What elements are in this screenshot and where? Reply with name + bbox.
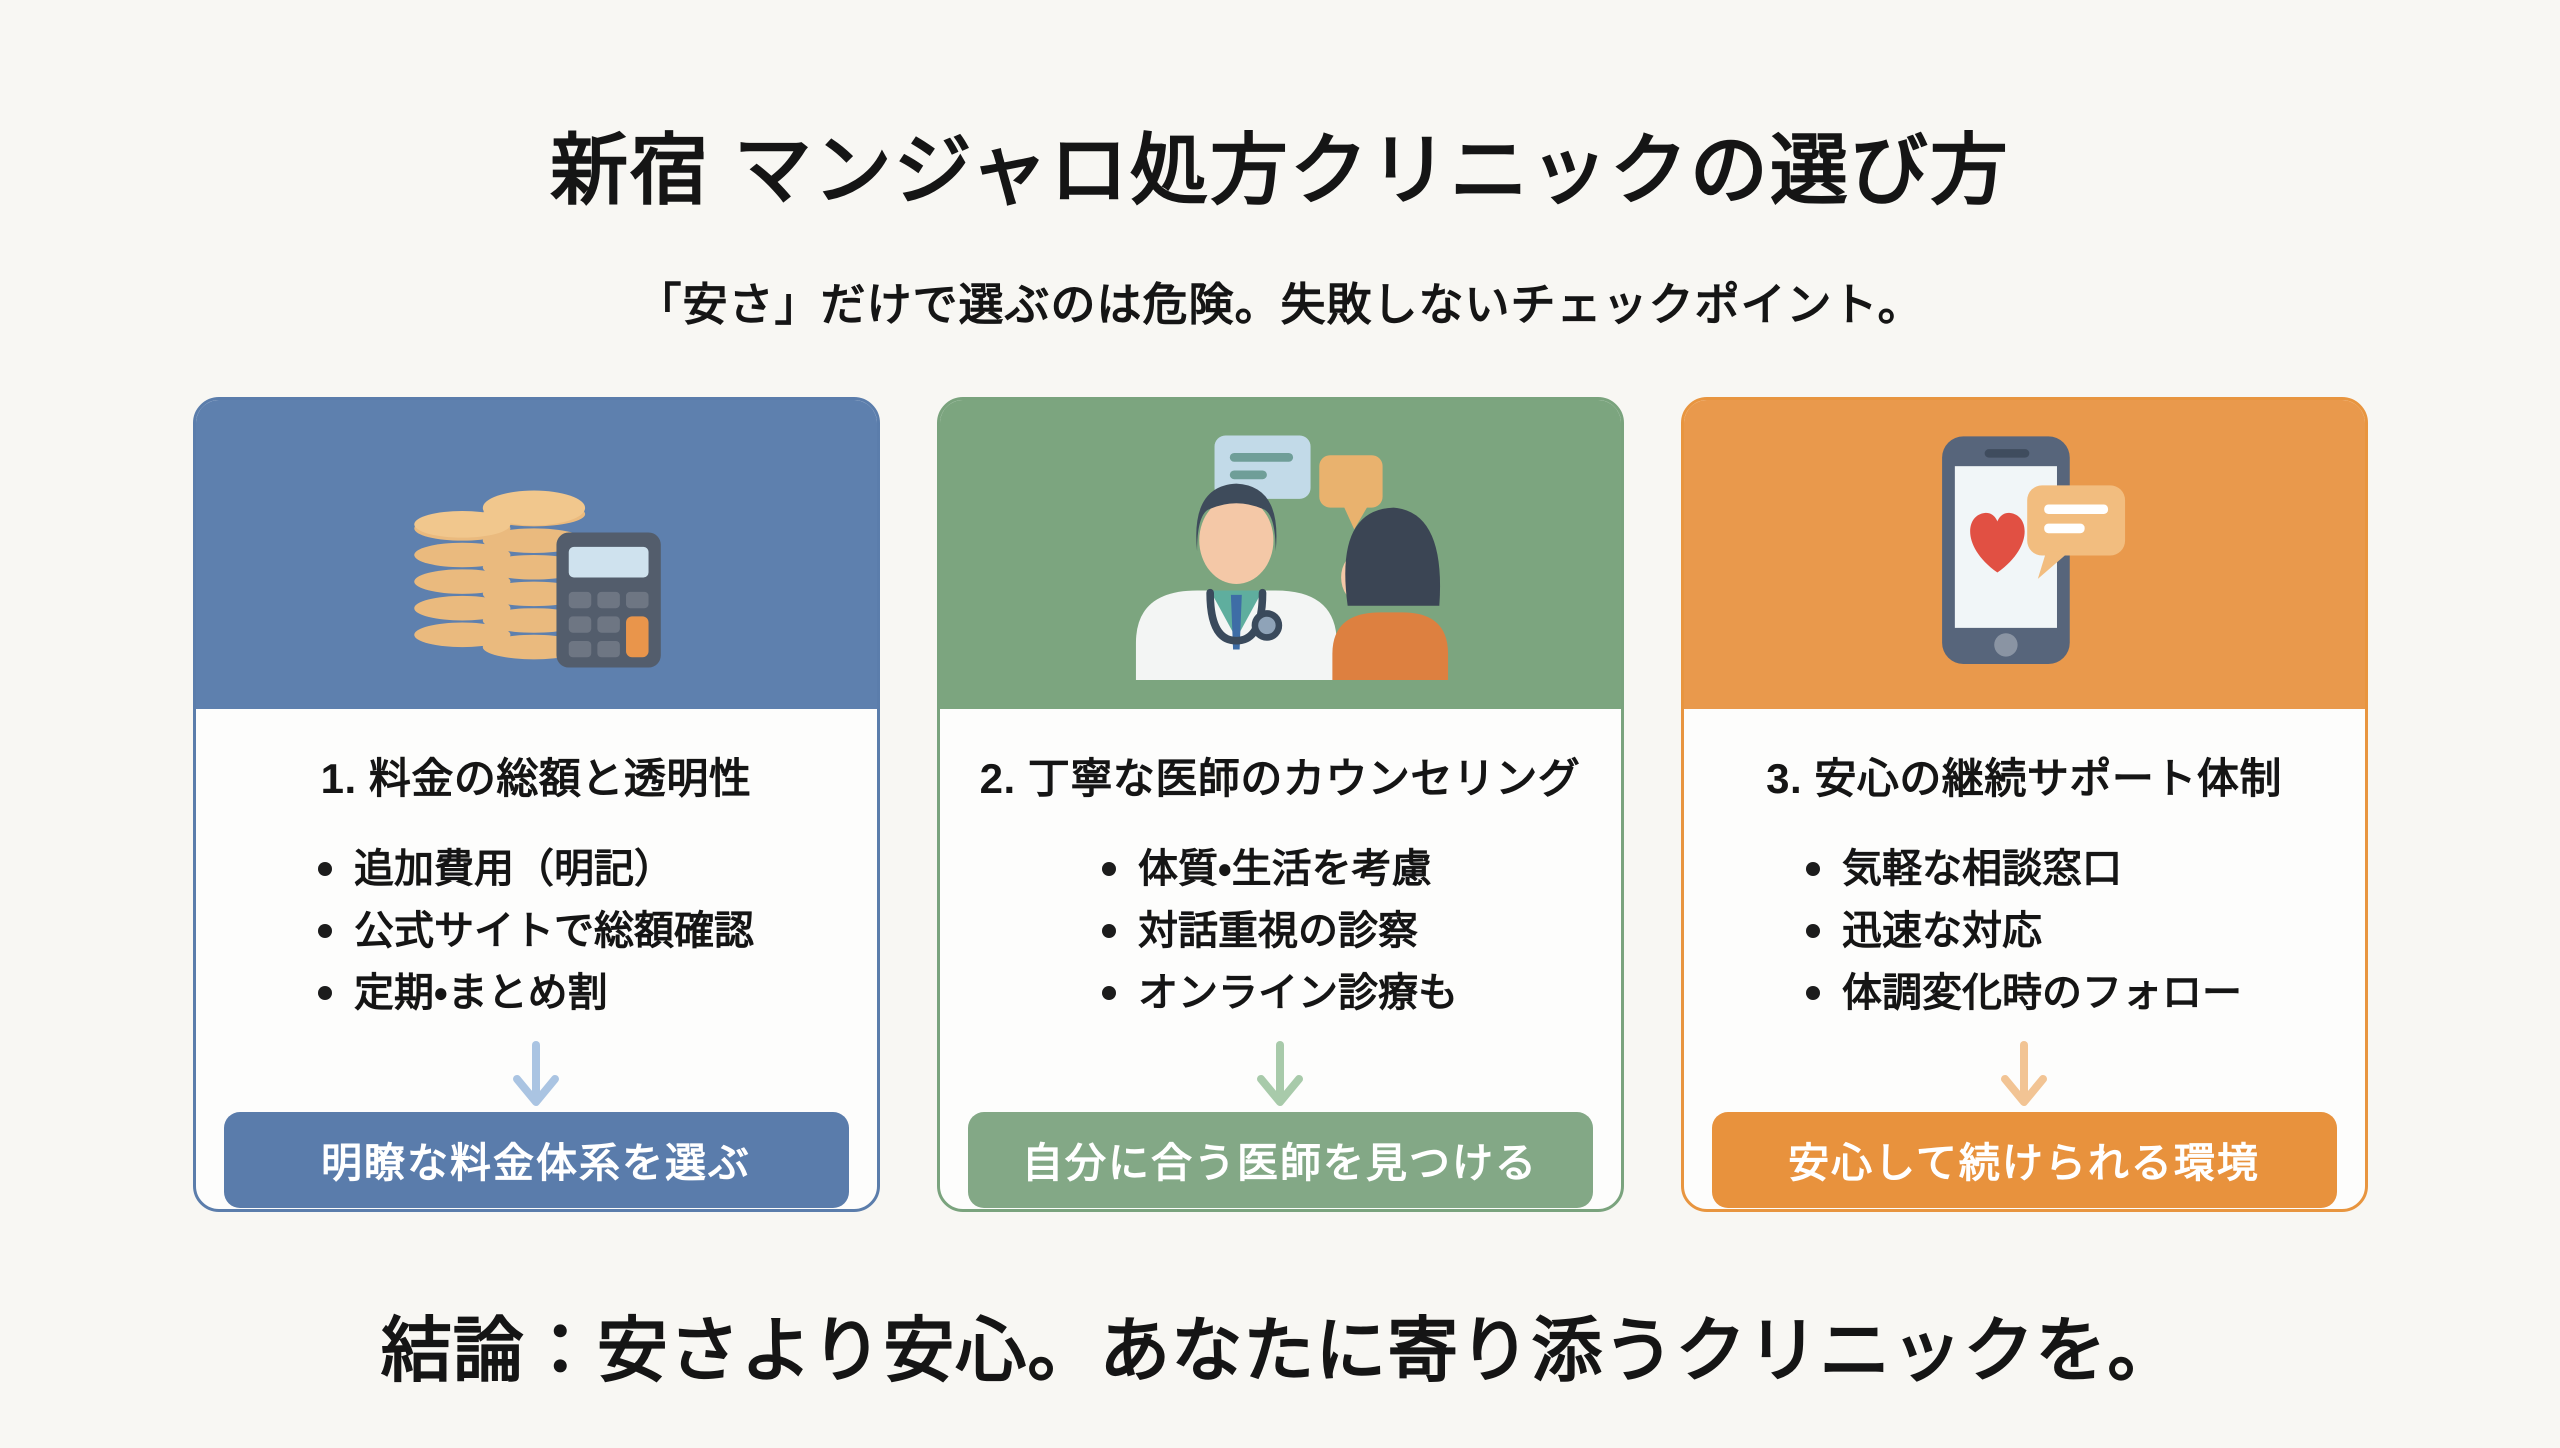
card-support-illustration (1683, 400, 2365, 710)
down-arrow-icon (1257, 1041, 1303, 1107)
coins-calculator-icon (414, 490, 661, 668)
bullet-dot (1102, 924, 1116, 939)
bullet-dot (1806, 924, 1820, 939)
bullet-dot (318, 924, 332, 939)
bullet-text: 気軽な相談窓口 (1842, 847, 2122, 892)
bullet-dot (1102, 986, 1116, 1001)
card-conclusion-banner: 明瞭な料金体系を選ぶ (223, 1112, 849, 1209)
bullet-text: オンライン診療も (1138, 971, 1458, 1016)
page-subtitle: 「安さ」だけで選ぶのは危険。失敗しないチェックポイント。 (636, 279, 1924, 331)
page-title: 新宿 マンジャロ処方クリニックの選び方 (550, 126, 2010, 215)
checkpoint-cards-row: 1. 料金の総額と透明性 追加費用（明記） 公式サイトで総額確認 定期・まとめ割… (0, 397, 2560, 1213)
bullet-dot (1102, 862, 1116, 877)
bullet-text: 体質・生活を考慮 (1138, 847, 1432, 892)
bullet-item: 定期・まとめ割 (318, 962, 754, 1024)
bullet-text: 体調変化時のフォロー (1842, 971, 2242, 1016)
bullet-item: 公式サイトで総額確認 (318, 900, 754, 962)
card-support: 3. 安心の継続サポート体制 気軽な相談窓口 迅速な対応 体調変化時のフォロー … (1680, 397, 2368, 1213)
card-pricing: 1. 料金の総額と透明性 追加費用（明記） 公式サイトで総額確認 定期・まとめ割… (192, 397, 880, 1213)
bullet-text: 定期・まとめ割 (354, 971, 608, 1016)
bullet-list: 体質・生活を考慮 対話重視の診察 オンライン診療も (1102, 838, 1458, 1024)
infographic: 新宿 マンジャロ処方クリニックの選び方 「安さ」だけで選ぶのは危険。失敗しないチ… (0, 52, 2560, 1448)
card-counseling-body: 2. 丁寧な医師のカウンセリング 体質・生活を考慮 対話重視の診察 オンライン診… (940, 709, 1621, 1209)
doctor-patient-icon (1135, 435, 1449, 681)
card-support-body: 3. 安心の継続サポート体制 気軽な相談窓口 迅速な対応 体調変化時のフォロー … (1684, 709, 2365, 1209)
card-heading: 2. 丁寧な医師のカウンセリング (979, 755, 1581, 803)
card-counseling: 2. 丁寧な医師のカウンセリング 体質・生活を考慮 対話重視の診察 オンライン診… (936, 397, 1624, 1213)
down-arrow-icon (2001, 1041, 2047, 1107)
smartphone-heart-icon (1942, 436, 2126, 664)
card-counseling-illustration (939, 400, 1621, 710)
bullet-item: 迅速な対応 (1806, 900, 2242, 962)
card-heading: 1. 料金の総額と透明性 (320, 755, 752, 803)
bullet-list: 追加費用（明記） 公式サイトで総額確認 定期・まとめ割 (318, 838, 754, 1024)
bullet-item: 気軽な相談窓口 (1806, 838, 2242, 900)
bullet-list: 気軽な相談窓口 迅速な対応 体調変化時のフォロー (1806, 838, 2242, 1024)
bullet-text: 公式サイトで総額確認 (354, 909, 754, 954)
bullet-dot (318, 862, 332, 877)
card-conclusion-banner: 自分に合う医師を見つける (967, 1112, 1593, 1209)
bullet-item: 対話重視の診察 (1102, 900, 1458, 962)
bullet-item: 体調変化時のフォロー (1806, 962, 2242, 1024)
down-arrow-icon (513, 1041, 559, 1107)
bullet-item: 追加費用（明記） (318, 838, 754, 900)
card-pricing-illustration (195, 400, 877, 710)
card-heading: 3. 安心の継続サポート体制 (1766, 755, 2282, 803)
card-pricing-body: 1. 料金の総額と透明性 追加費用（明記） 公式サイトで総額確認 定期・まとめ割… (196, 709, 877, 1209)
bullet-text: 迅速な対応 (1842, 909, 2042, 954)
bullet-dot (1806, 986, 1820, 1001)
card-conclusion-banner: 安心して続けられる環境 (1711, 1112, 2337, 1209)
bullet-item: 体質・生活を考慮 (1102, 838, 1458, 900)
bullet-text: 追加費用（明記） (354, 847, 674, 892)
bullet-dot (318, 986, 332, 1001)
bullet-text: 対話重視の診察 (1138, 909, 1418, 954)
page-conclusion: 結論：安さより安心。あなたに寄り添うクリニックを。 (380, 1312, 2180, 1392)
bullet-item: オンライン診療も (1102, 962, 1458, 1024)
bullet-dot (1806, 862, 1820, 877)
